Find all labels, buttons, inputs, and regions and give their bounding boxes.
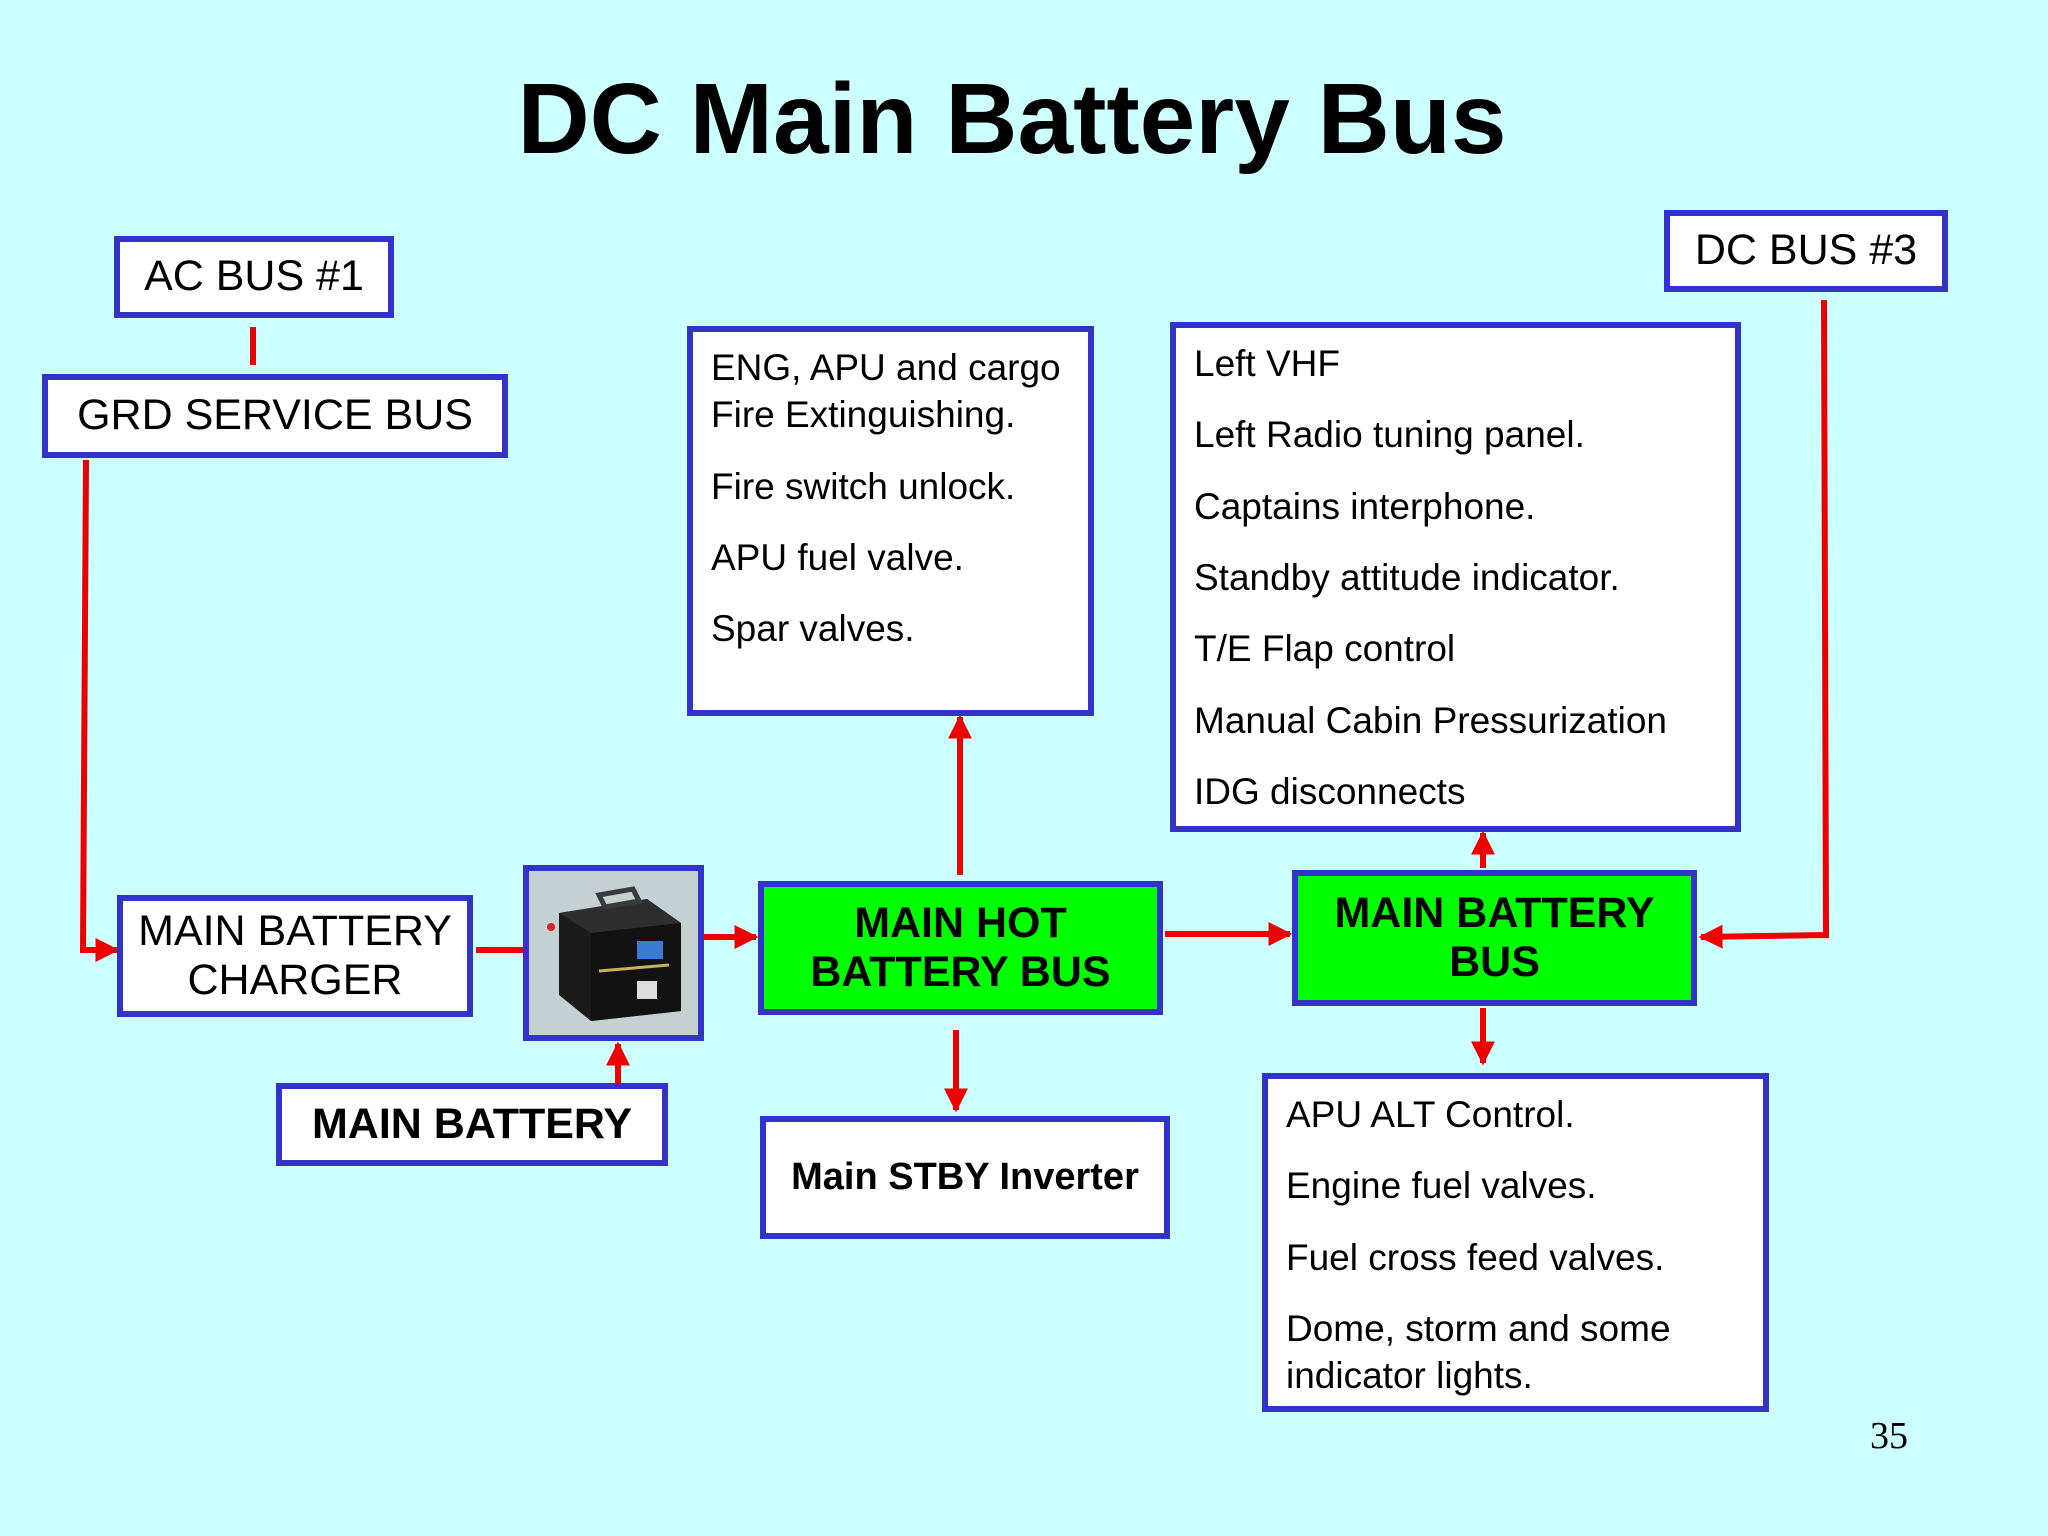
page-title: DC Main Battery Bus (517, 63, 1507, 175)
main-hot-battery-bus-line1: MAIN HOT (854, 898, 1067, 947)
list-item: Left Radio tuning panel. (1194, 414, 1585, 456)
main-hot-battery-bus-line2: BATTERY BUS (810, 948, 1111, 996)
ac-bus-1-label: AC BUS #1 (144, 252, 364, 301)
list-item: Spar valves. (711, 608, 915, 650)
list-item: Captains interphone. (1194, 485, 1536, 527)
main-hot-battery-bus-box: MAIN HOT BATTERY BUS (758, 881, 1163, 1015)
list-item: Fuel cross feed valves. (1286, 1236, 1665, 1278)
battery-icon (529, 871, 698, 1035)
list-item: Engine fuel valves. (1286, 1165, 1597, 1207)
fire-extinguishing-list: ENG, APU and cargo Fire Extinguishing. F… (687, 326, 1094, 716)
wire-dc-bus-3-to-main-bus (1698, 299, 1830, 949)
dc-bus-3-box: DC BUS #3 (1664, 210, 1948, 292)
main-battery-bus-upper-list: Left VHF Left Radio tuning panel. Captai… (1170, 322, 1741, 832)
main-stby-inverter-box: Main STBY Inverter (760, 1116, 1170, 1239)
main-battery-bus-line2: BUS (1449, 938, 1540, 986)
page-number: 35 (1870, 1415, 1908, 1457)
main-battery-box: MAIN BATTERY (276, 1083, 668, 1166)
list-item: IDG disconnects (1194, 771, 1466, 813)
list-item: Dome, storm and some indicator lights. (1286, 1308, 1671, 1397)
main-battery-charger-box: MAIN BATTERY CHARGER (117, 895, 473, 1017)
main-battery-charger-line1: MAIN BATTERY (138, 906, 452, 955)
list-item: Fire switch unlock. (711, 465, 1016, 507)
list-item: ENG, APU and cargo Fire Extinguishing. (711, 347, 1061, 436)
list-item: Manual Cabin Pressurization (1194, 699, 1668, 741)
ac-bus-1-box: AC BUS #1 (114, 236, 394, 318)
list-item: T/E Flap control (1194, 628, 1456, 670)
main-battery-bus-line1: MAIN BATTERY (1334, 888, 1655, 937)
grd-service-bus-label: GRD SERVICE BUS (77, 391, 473, 440)
main-battery-charger-line2: CHARGER (187, 956, 403, 1004)
main-battery-bus-lower-list: APU ALT Control. Engine fuel valves. Fue… (1262, 1073, 1769, 1412)
wire-grd-to-charger (79, 459, 120, 962)
main-battery-bus-box: MAIN BATTERY BUS (1292, 870, 1697, 1006)
battery-photo (523, 865, 704, 1041)
list-item: APU ALT Control. (1286, 1094, 1575, 1135)
list-item: Left VHF (1194, 343, 1340, 384)
grd-service-bus-box: GRD SERVICE BUS (42, 374, 508, 458)
list-item: APU fuel valve. (711, 537, 964, 579)
main-stby-inverter-label: Main STBY Inverter (791, 1156, 1139, 1198)
dc-bus-3-label: DC BUS #3 (1694, 226, 1918, 275)
list-item: Standby attitude indicator. (1194, 557, 1620, 599)
main-battery-label: MAIN BATTERY (311, 1099, 633, 1148)
